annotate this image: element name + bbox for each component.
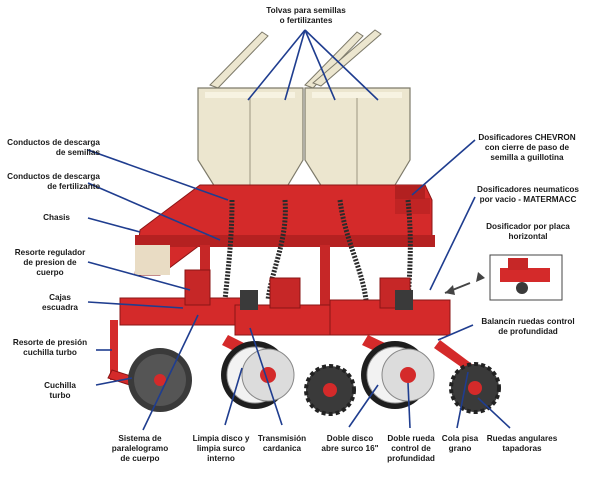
depth-wheels (221, 341, 435, 409)
label-resorte-cuchilla: Resorte de presión cuchilla turbo (12, 338, 88, 357)
label-ruedas-angulares: Ruedas angulares tapadoras (486, 434, 558, 453)
label-transmision: Transmisión cardanica (257, 434, 307, 453)
coulter-disc (128, 348, 192, 412)
label-dosificadores-chevron: Dosificadores CHEVRON con cierre de paso… (478, 133, 576, 162)
label-resorte-regulador: Resorte regulador de presion de cuerpo (14, 248, 86, 277)
label-doble-disco: Doble disco abre surco 16" (321, 434, 379, 453)
label-doble-rueda: Doble rueda control de profundidad (387, 434, 435, 463)
discharge-tubes (222, 199, 413, 301)
label-cajas-escuadra: Cajas escuadra (42, 293, 78, 312)
label-chasis: Chasis (43, 213, 70, 222)
hoppers (197, 87, 411, 196)
pointer-lines (87, 29, 511, 431)
label-cuchilla-turbo: Cuchilla turbo (44, 381, 76, 400)
label-cola-pisa: Cola pisa grano (441, 434, 479, 453)
hopper-lids (209, 29, 382, 89)
label-conductos-semillas: Conductos de descarga de semillas (7, 138, 100, 157)
label-dosificador-placa: Dosificador por placa horizontal (486, 222, 570, 241)
label-limpia-disco: Limpia disco y limpia surco interno (192, 434, 250, 463)
label-conductos-fertilizante: Conductos de descarga de fertilizante (7, 172, 100, 191)
label-balancin: Balancín ruedas control de profundidad (481, 317, 575, 336)
label-dosificadores-neumaticos: Dosificadores neumaticos por vacio - MAT… (477, 185, 579, 204)
plate-meter-inset (444, 254, 563, 301)
label-tolvas: Tolvas para semillas o fertilizantes (266, 6, 346, 25)
label-sistema-paralelogramo: Sistema de paralelogramo de cuerpo (111, 434, 169, 463)
